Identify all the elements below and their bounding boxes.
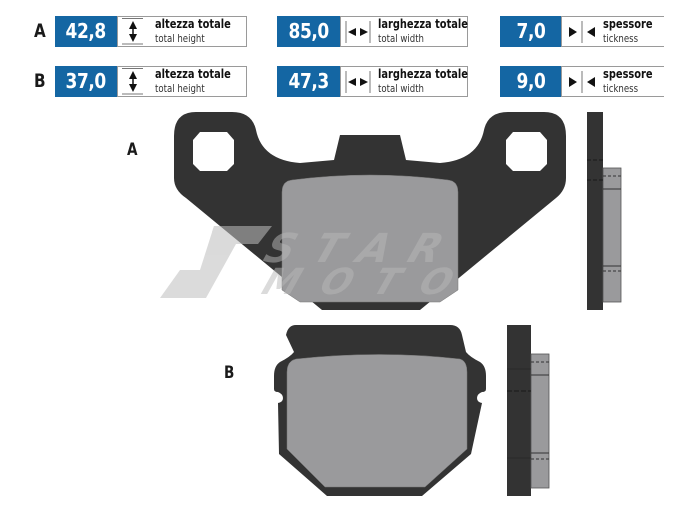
row-a-width-title: larghezza totale xyxy=(378,17,468,31)
svg-text:MOTO: MOTO xyxy=(257,260,482,303)
svg-text:STAR: STAR xyxy=(258,225,470,271)
watermark-logo xyxy=(160,226,272,298)
row-a-thickness-subtitle: tickness xyxy=(603,32,639,45)
row-a-thickness-label-box: spessore tickness xyxy=(561,16,664,47)
mount-hole-left xyxy=(193,132,234,171)
row-a-width-label-box: larghezza totale total width xyxy=(340,16,468,47)
row-b-label: B xyxy=(34,70,46,92)
row-b-height-title: altezza totale xyxy=(155,67,231,81)
horizontal-double-arrow-icon xyxy=(345,21,371,43)
row-a-thickness-title: spessore xyxy=(603,17,653,31)
row-b-thickness-value: 9,0 xyxy=(500,66,561,97)
row-b-width-subtitle: total width xyxy=(378,82,425,95)
pad-a-front-view xyxy=(174,112,566,310)
row-a-height-subtitle: total height xyxy=(155,32,205,45)
row-a-label: A xyxy=(34,20,46,42)
pad-a-side-view xyxy=(587,112,622,310)
horizontal-double-arrow-icon xyxy=(345,71,371,93)
vertical-double-arrow-icon xyxy=(122,18,143,45)
mount-hole-right xyxy=(506,132,547,171)
row-b-height-subtitle: total height xyxy=(155,82,205,95)
pad-b-label: B xyxy=(224,363,235,383)
row-a-width-subtitle: total width xyxy=(378,32,425,45)
row-b-width-title: larghezza totale xyxy=(378,67,468,81)
row-a-height-title: altezza totale xyxy=(155,17,231,31)
pad-a-label: A xyxy=(127,140,138,160)
pad-b-side-view xyxy=(507,325,550,496)
friction-material-b xyxy=(286,354,468,488)
row-b-height-value: 37,0 xyxy=(55,66,117,97)
vertical-double-arrow-icon xyxy=(122,68,143,95)
row-b-width-value: 47,3 xyxy=(277,66,340,97)
row-b-width-label-box: larghezza totale total width xyxy=(340,66,468,97)
row-a-thickness-value: 7,0 xyxy=(500,16,561,47)
converging-arrows-icon xyxy=(569,71,595,93)
watermark-text: STAR MOTO xyxy=(257,225,482,303)
row-b-height-label-box: altezza totale total height xyxy=(117,66,247,97)
friction-material-a xyxy=(281,174,459,303)
row-b-thickness-subtitle: tickness xyxy=(603,82,639,95)
converging-arrows-icon xyxy=(569,21,595,43)
pad-b-front-view xyxy=(274,325,486,496)
row-a-height-value: 42,8 xyxy=(55,16,117,47)
row-a-height-label-box: altezza totale total height xyxy=(117,16,247,47)
row-b-thickness-title: spessore xyxy=(603,67,653,81)
row-b-thickness-label-box: spessore tickness xyxy=(561,66,664,97)
row-a-width-value: 85,0 xyxy=(277,16,340,47)
